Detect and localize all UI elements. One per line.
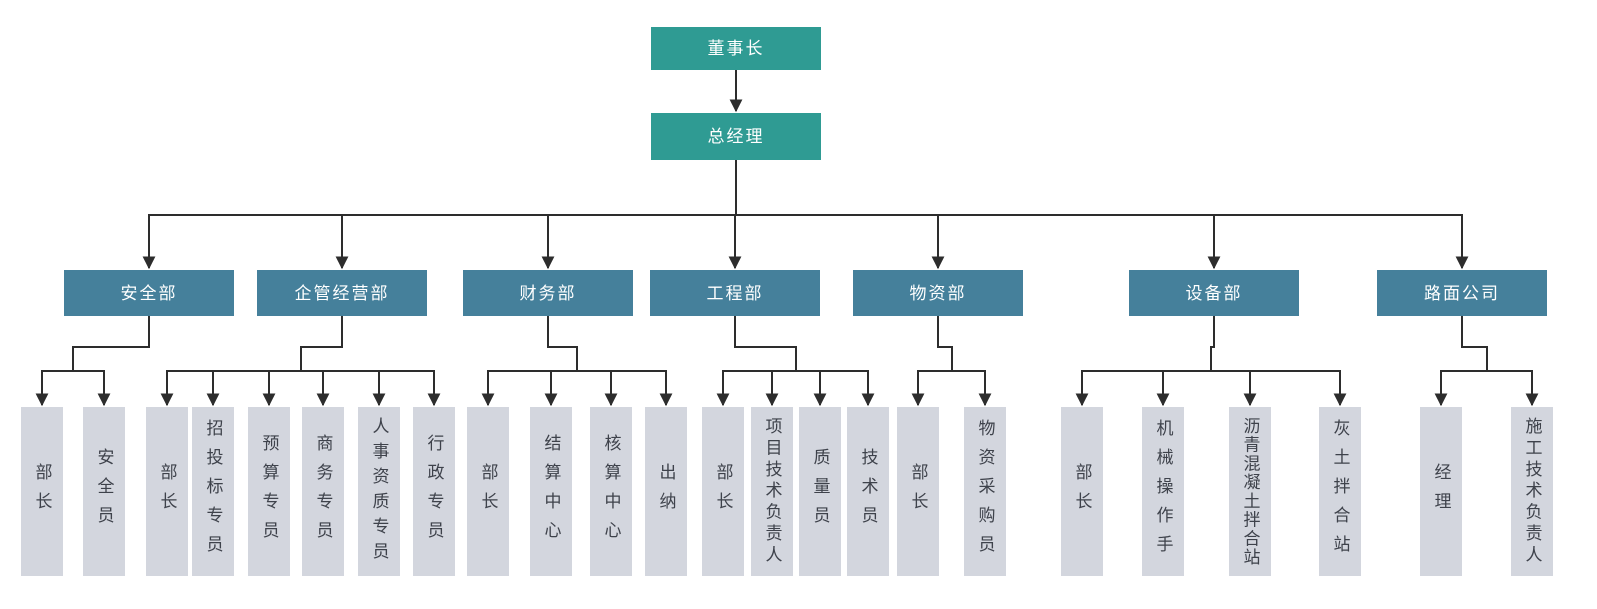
leaf-node: 部长 bbox=[467, 407, 509, 576]
leaf-node: 经理 bbox=[1420, 407, 1462, 576]
leaf-node: 核算中心 bbox=[590, 407, 632, 576]
node-equipment-dept: 设备部 bbox=[1129, 270, 1299, 316]
node-general-manager: 总经理 bbox=[651, 113, 821, 160]
node-finance-dept: 财务部 bbox=[463, 270, 633, 316]
leaf-node: 技术员 bbox=[847, 407, 889, 576]
leaf-node: 部长 bbox=[1061, 407, 1103, 576]
leaf-node-label: 部长 bbox=[478, 462, 498, 521]
leaf-node: 安全员 bbox=[83, 407, 125, 576]
leaf-node: 项目技术负责人 bbox=[751, 407, 793, 576]
leaf-node-label: 部长 bbox=[908, 462, 928, 521]
leaf-node-label: 结算中心 bbox=[541, 433, 561, 550]
leaf-node-label: 沥青混凝土拌合站 bbox=[1240, 416, 1260, 567]
leaf-node-label: 部长 bbox=[32, 462, 52, 521]
leaf-node-label: 部长 bbox=[1072, 462, 1092, 521]
leaf-node: 预算专员 bbox=[248, 407, 290, 576]
leaf-node: 灰土拌合站 bbox=[1319, 407, 1361, 576]
leaf-node-label: 安全员 bbox=[94, 448, 114, 535]
leaf-node: 商务专员 bbox=[302, 407, 344, 576]
leaf-node: 施工技术负责人 bbox=[1511, 407, 1553, 576]
leaf-node: 招投标专员 bbox=[192, 407, 234, 576]
leaf-node-label: 质量员 bbox=[810, 448, 830, 535]
leaf-node-label: 部长 bbox=[713, 462, 733, 521]
leaf-node-label: 行政专员 bbox=[424, 433, 444, 550]
leaf-node-label: 部长 bbox=[157, 462, 177, 521]
leaf-node-label: 灰土拌合站 bbox=[1330, 419, 1350, 564]
leaf-node-label: 项目技术负责人 bbox=[762, 416, 782, 567]
node-pavement-company: 路面公司 bbox=[1377, 270, 1547, 316]
leaf-node-label: 机械操作手 bbox=[1153, 419, 1173, 564]
node-chairman: 董事长 bbox=[651, 27, 821, 70]
leaf-node-label: 出纳 bbox=[656, 462, 676, 521]
leaf-node-label: 技术员 bbox=[858, 448, 878, 535]
leaf-node: 行政专员 bbox=[413, 407, 455, 576]
leaf-node-label: 施工技术负责人 bbox=[1522, 416, 1542, 567]
leaf-node: 人事资质专员 bbox=[358, 407, 400, 576]
leaf-node-label: 物资采购员 bbox=[975, 419, 995, 564]
leaf-node: 沥青混凝土拌合站 bbox=[1229, 407, 1271, 576]
leaf-node: 质量员 bbox=[799, 407, 841, 576]
leaf-node-label: 预算专员 bbox=[259, 433, 279, 550]
leaf-node-label: 经理 bbox=[1431, 462, 1451, 521]
leaf-node: 出纳 bbox=[645, 407, 687, 576]
leaf-node: 部长 bbox=[897, 407, 939, 576]
leaf-node: 部长 bbox=[21, 407, 63, 576]
leaf-node-label: 人事资质专员 bbox=[369, 416, 389, 567]
leaf-node-label: 商务专员 bbox=[313, 433, 333, 550]
node-safety-dept: 安全部 bbox=[64, 270, 234, 316]
leaf-node: 结算中心 bbox=[530, 407, 572, 576]
leaf-node: 部长 bbox=[702, 407, 744, 576]
leaf-node-label: 核算中心 bbox=[601, 433, 621, 550]
leaf-node-label: 招投标专员 bbox=[203, 419, 223, 564]
node-materials-dept: 物资部 bbox=[853, 270, 1023, 316]
leaf-node: 部长 bbox=[146, 407, 188, 576]
leaf-node: 物资采购员 bbox=[964, 407, 1006, 576]
node-enterprise-mgmt-dept: 企管经营部 bbox=[257, 270, 427, 316]
leaf-node: 机械操作手 bbox=[1142, 407, 1184, 576]
node-engineering-dept: 工程部 bbox=[650, 270, 820, 316]
